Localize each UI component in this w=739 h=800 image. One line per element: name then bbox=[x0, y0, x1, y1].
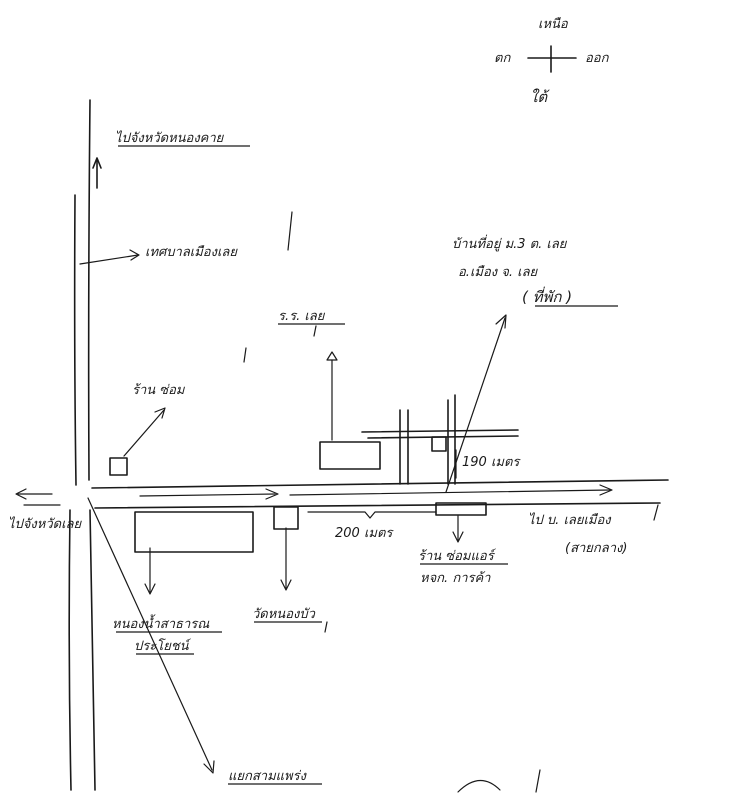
arrow-head-icon bbox=[265, 488, 279, 500]
label-city-limit: เทศบาลเมืองเลย bbox=[145, 245, 238, 260]
arrow-school-icon bbox=[326, 351, 338, 441]
label-shop-right-line-2: หจก. การค้า bbox=[420, 571, 491, 586]
arrow-city-limit-icon bbox=[79, 249, 140, 265]
arrow-head-icon bbox=[599, 484, 613, 496]
arrow-pond-icon bbox=[144, 547, 156, 595]
label-distance-190: 190 เมตร bbox=[462, 455, 521, 470]
label-shop-left: ร้าน ซ่อม bbox=[132, 383, 186, 398]
compass-east: ออก bbox=[585, 51, 610, 66]
destination-address-line-2: อ.เมือง จ. เลย bbox=[458, 265, 539, 280]
shop-right-building bbox=[435, 502, 487, 516]
arrow-shop-left-icon bbox=[123, 407, 166, 457]
destination-note: ( ที่พัก ) bbox=[522, 286, 572, 306]
school-building bbox=[319, 441, 381, 470]
label-to-nongkhai: ไปจังหวัดหนองคาย bbox=[115, 130, 225, 146]
public-pond bbox=[134, 511, 254, 553]
compass-south: ใต้ bbox=[530, 88, 550, 106]
arrow-north-icon bbox=[92, 157, 102, 189]
main-highway bbox=[68, 99, 96, 791]
destination-house-marker bbox=[431, 436, 447, 452]
label-junction: แยกสามแพร่ง bbox=[228, 769, 308, 784]
label-turn-left: ไปจังหวัดเลย bbox=[8, 516, 82, 532]
compass-north: เหนือ bbox=[538, 17, 569, 32]
destination-address-line-1: บ้านที่อยู่ ม.3 ต. เลย bbox=[452, 234, 568, 252]
side-road-north bbox=[361, 394, 519, 485]
compass-west: ตก bbox=[494, 51, 511, 66]
stray-mark bbox=[457, 779, 501, 793]
label-pond-line-2: ประโยชน์ bbox=[134, 638, 192, 654]
arrow-temple-icon bbox=[280, 527, 292, 591]
diagonal-road-junction bbox=[87, 497, 215, 774]
label-distance-200: 200 เมตร bbox=[335, 526, 394, 541]
arrow-shop-right-icon bbox=[452, 515, 464, 543]
compass-cross-icon bbox=[527, 45, 577, 73]
label-shop-right-line-1: ร้าน ซ่อมแอร์ bbox=[418, 548, 497, 564]
label-right-road-line-2: (สายกลาง) bbox=[565, 541, 627, 556]
label-right-road-line-1: ไป บ. เลยเมือง bbox=[528, 512, 612, 528]
label-temple: วัดหนองบัว bbox=[252, 607, 316, 622]
shop-left-marker bbox=[109, 457, 128, 476]
label-school: ร.ร. เลย bbox=[278, 309, 326, 324]
arrow-left-icon bbox=[15, 488, 53, 500]
temple-marker bbox=[273, 506, 299, 530]
main-road bbox=[91, 479, 669, 509]
label-pond-line-1: หนองน้ำสาธารณ bbox=[112, 614, 210, 632]
